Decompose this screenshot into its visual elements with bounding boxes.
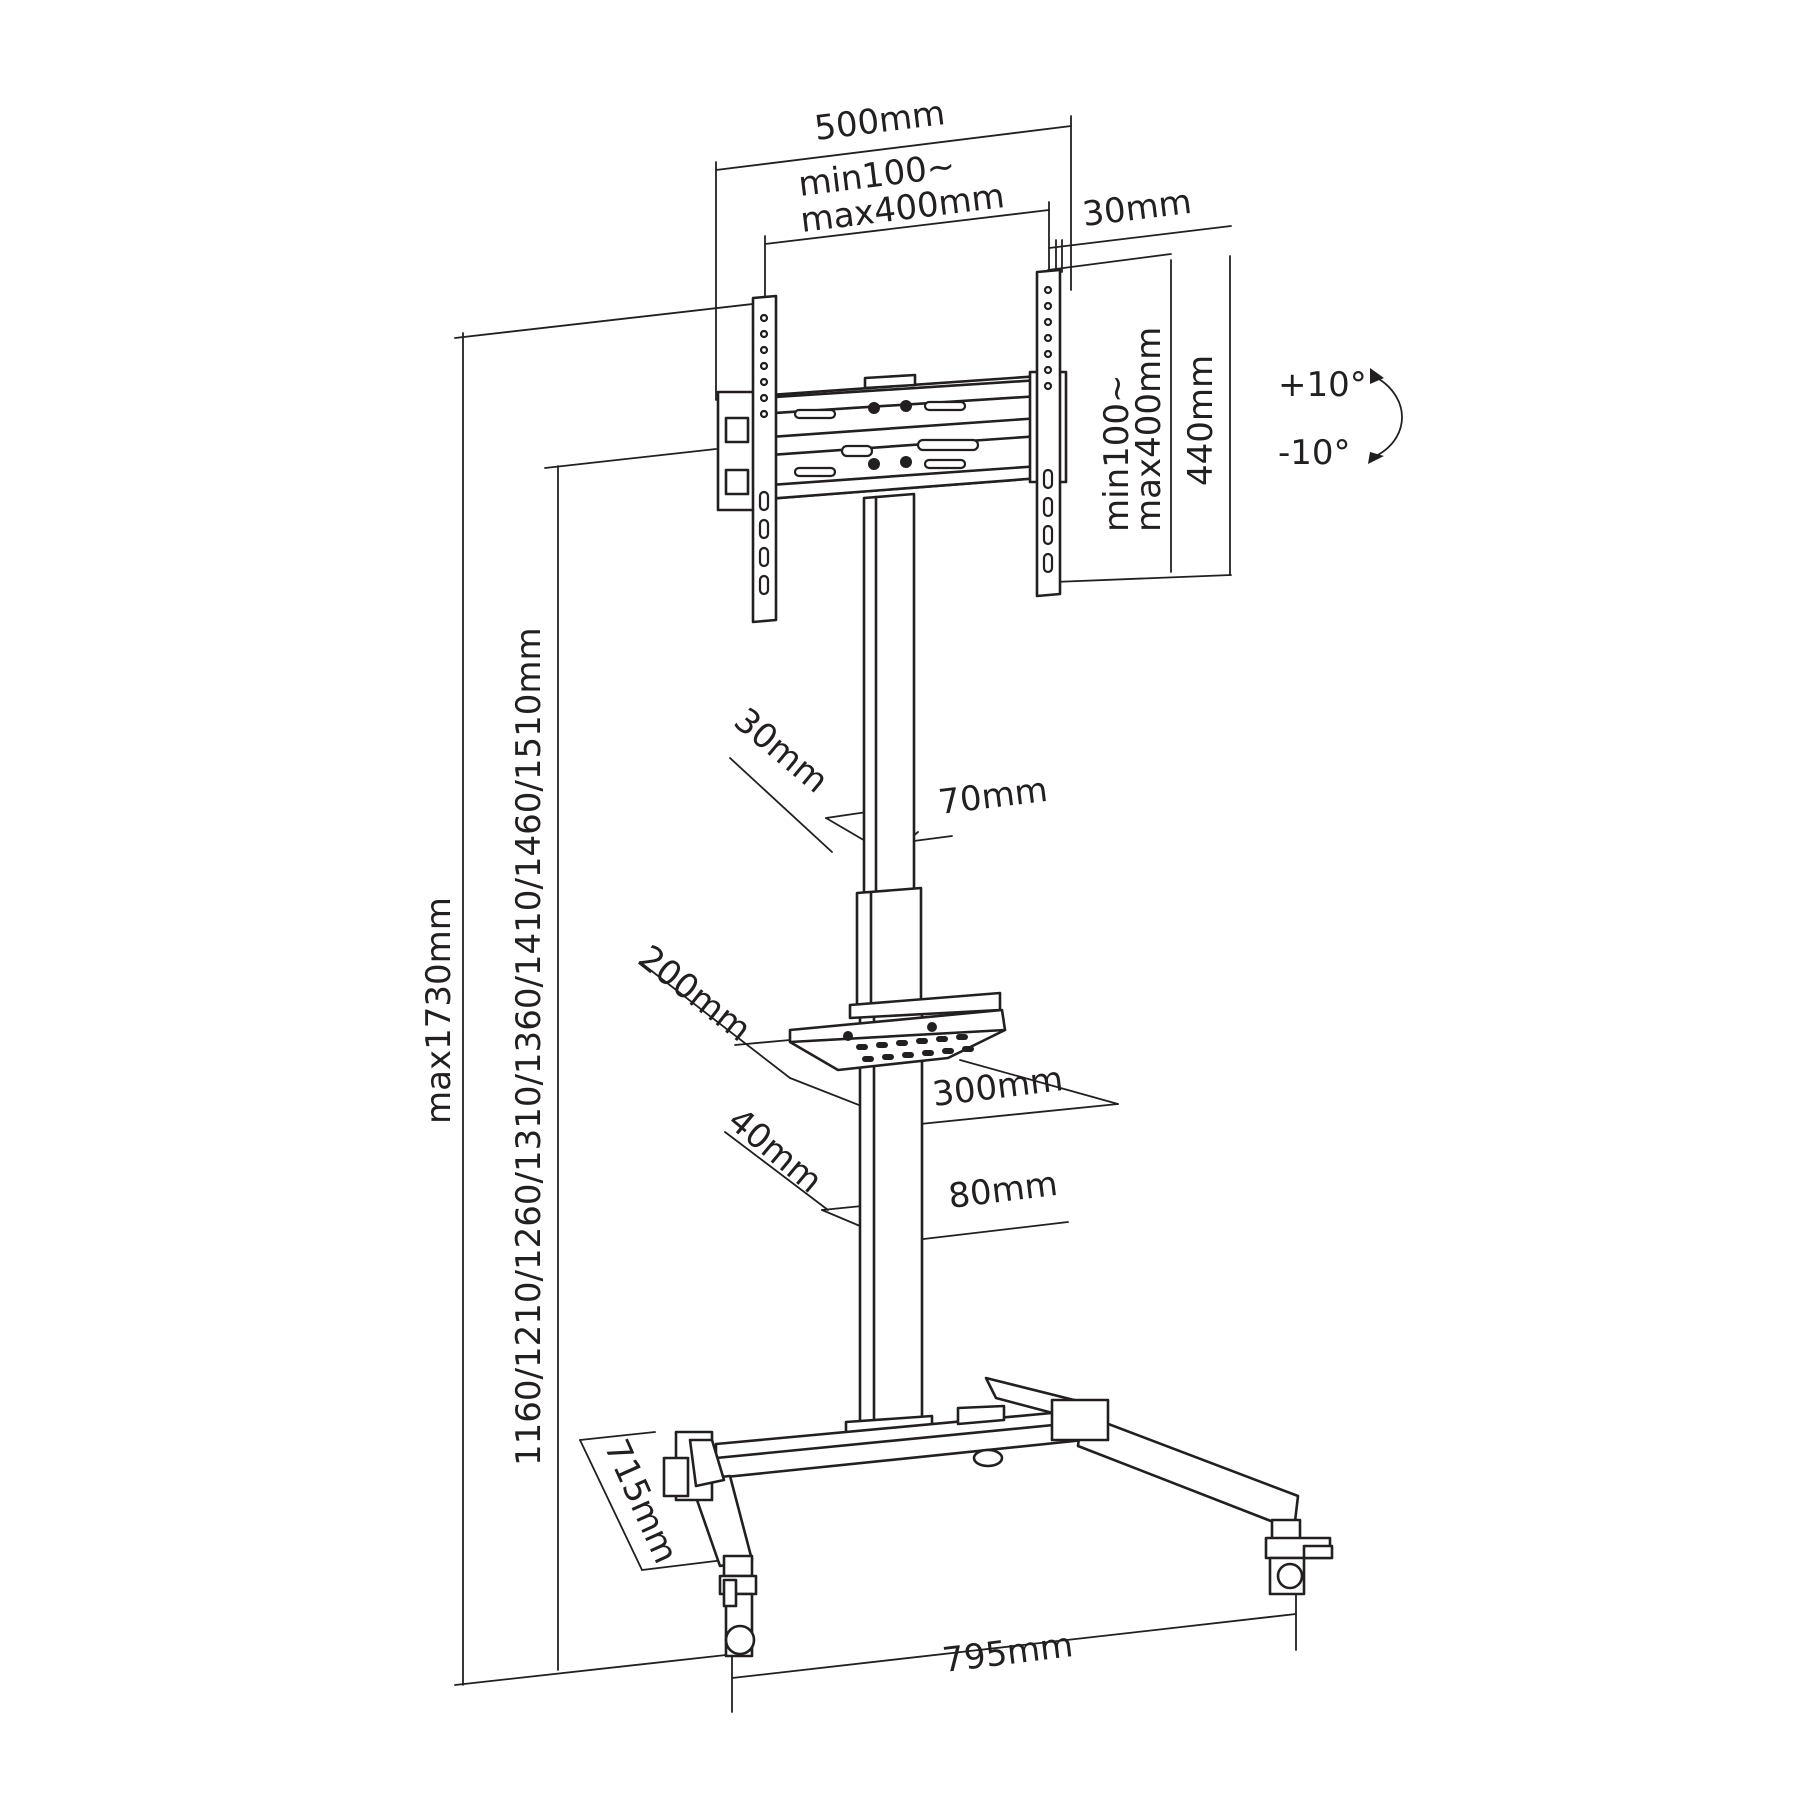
vesa-v-label-line2: max400mm bbox=[1129, 327, 1169, 532]
shelf bbox=[788, 991, 1007, 1072]
lower-pole-depth-label: 40mm bbox=[720, 1100, 830, 1201]
tilt-arrow-icon bbox=[1368, 368, 1403, 464]
shelf-vent-holes bbox=[856, 1034, 974, 1062]
pole bbox=[844, 492, 934, 1444]
vesa-v-label-line1: min100~ bbox=[1097, 375, 1137, 533]
dimension-lines bbox=[454, 115, 1297, 1713]
upper-pole-depth-label: 30mm bbox=[726, 700, 836, 801]
caster-rear-right bbox=[1264, 1518, 1334, 1596]
bracket-slots bbox=[793, 400, 980, 478]
center-heights-label: 1160/1210/1260/1310/1360/1410/1460/1510m… bbox=[509, 627, 549, 1466]
tilt-up-label: +10° bbox=[1278, 365, 1367, 405]
mount-width-label: 500mm bbox=[812, 93, 947, 149]
mount-height-label: 440mm bbox=[1181, 355, 1221, 486]
arm-holes bbox=[758, 285, 1054, 596]
base bbox=[662, 1376, 1334, 1658]
lower-pole-width-label: 80mm bbox=[946, 1164, 1060, 1217]
shelf-width-label: 300mm bbox=[930, 1059, 1065, 1115]
vesa-mount bbox=[716, 268, 1068, 624]
shelf-depth-label: 200mm bbox=[630, 938, 758, 1050]
caster-front-left bbox=[718, 1554, 758, 1658]
upper-pole-width-label: 70mm bbox=[936, 770, 1050, 823]
max-height-label: max1730mm bbox=[419, 897, 459, 1124]
mount-depth-label: 30mm bbox=[1080, 182, 1194, 235]
base-width-label: 795mm bbox=[940, 1625, 1075, 1681]
tilt-down-label: -10° bbox=[1278, 433, 1351, 473]
